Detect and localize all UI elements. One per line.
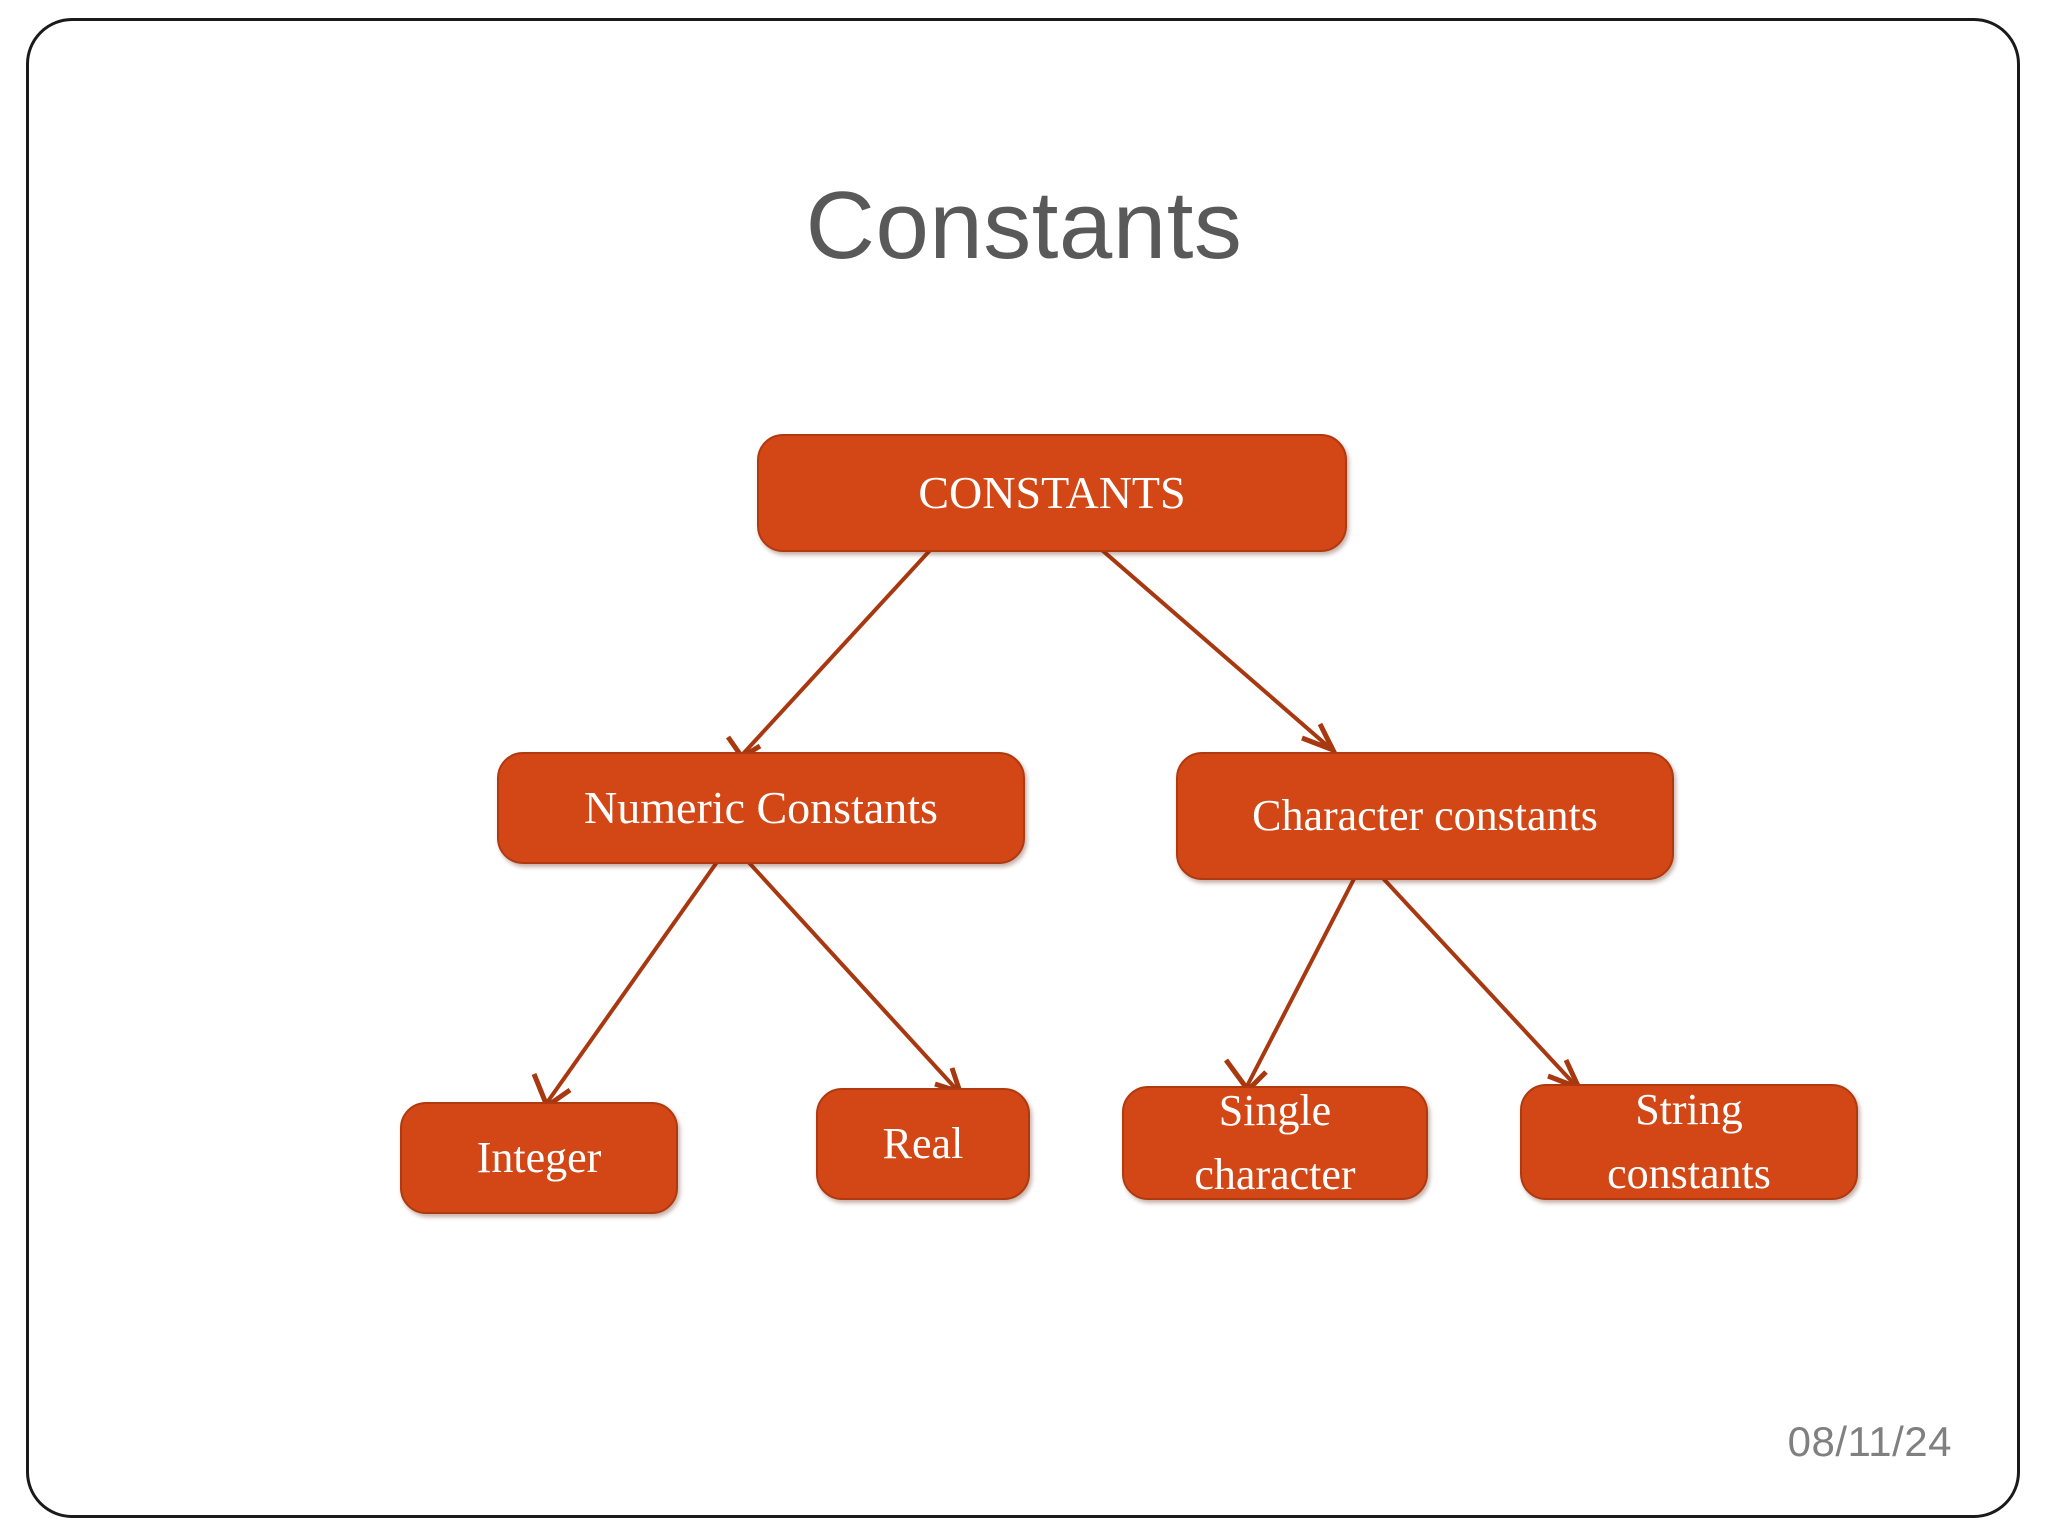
page-title: Constants <box>805 172 1243 279</box>
node-real-label: Real <box>882 1119 964 1169</box>
edge-character-string <box>1378 873 1578 1088</box>
node-constants[interactable]: CONSTANTS <box>757 434 1347 552</box>
edge-character-single <box>1244 874 1358 1089</box>
slide-date: 08/11/24 <box>1787 1418 1952 1465</box>
node-real[interactable]: Real <box>816 1088 1030 1200</box>
node-constants-label: CONSTANTS <box>918 466 1186 518</box>
arrowhead-character <box>1301 722 1339 755</box>
node-character-constants-label: Character constants <box>1252 791 1598 841</box>
node-integer-label: Integer <box>476 1133 602 1183</box>
edge-numeric-real <box>740 853 959 1092</box>
node-single-character-label: Single character <box>1194 1086 1356 1199</box>
node-numeric-constants-label: Numeric Constants <box>584 781 938 833</box>
node-string-constants[interactable]: String constants <box>1520 1084 1858 1200</box>
node-string-constants-label: String constants <box>1607 1085 1771 1198</box>
node-character-constants[interactable]: Character constants <box>1176 752 1674 880</box>
edge-numeric-integer <box>544 853 724 1106</box>
node-numeric-constants[interactable]: Numeric Constants <box>497 752 1025 864</box>
node-integer[interactable]: Integer <box>400 1102 678 1214</box>
node-single-character[interactable]: Single character <box>1122 1086 1428 1200</box>
